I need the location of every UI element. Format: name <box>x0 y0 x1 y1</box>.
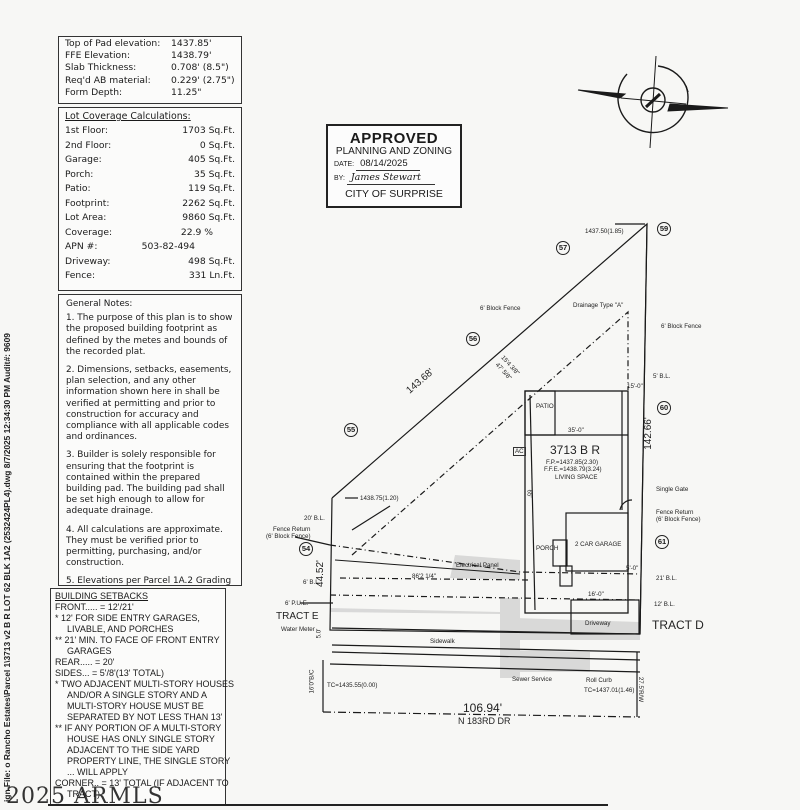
water-meter-label: Water Meter <box>281 626 315 633</box>
coverage-row: 1st Floor:1703 Sq.Ft. <box>65 125 235 136</box>
elev-left-label: 1438.75(1.20) <box>360 495 399 502</box>
general-notes-title: General Notes: <box>66 299 133 309</box>
coverage-row: Coverage:22.9 % <box>65 226 213 238</box>
garage-label: 2 CAR GARAGE <box>575 541 622 548</box>
elev-top-label: 1437.50(1.85) <box>585 228 624 235</box>
note-item: 4. All calculations are approximate. The… <box>66 524 223 569</box>
lot-number-55: 55 <box>344 423 358 437</box>
lot-number-57: 57 <box>556 241 570 255</box>
sidewalk-label: Sidewalk <box>430 638 455 645</box>
dim-rear-gap: 15'-0" <box>627 383 643 390</box>
tc-right-label: TC=1437.01(1.46) <box>584 687 635 694</box>
driveway-label: Driveway <box>585 620 611 627</box>
dim-setback-line: 86'2 1/4" <box>412 573 437 580</box>
pue-label: 6' P.U.E. <box>285 600 309 607</box>
stamp-subheading: PLANNING AND ZONING <box>335 146 453 157</box>
house-outline <box>524 390 629 614</box>
garage-outline <box>565 512 629 572</box>
coverage-row: Garage:405 Sq.Ft. <box>65 154 235 165</box>
dim-65: 65' <box>525 489 533 498</box>
pad-row: Top of Pad elevation:1437.85' <box>65 38 212 49</box>
sewer-service-label: Sewer Service <box>512 676 552 683</box>
coverage-row: 2nd Floor:0 Sq.Ft. <box>65 139 235 151</box>
coverage-row: Porch:35 Sq.Ft. <box>65 168 235 180</box>
tract-e: TRACT E <box>276 611 319 622</box>
stamp-date: DATE: 08/14/2025 <box>328 157 460 171</box>
utility-shading <box>330 555 640 678</box>
ac-label: AC <box>513 447 526 456</box>
electrical-panel-label: Electrical Panel <box>456 562 499 569</box>
lot-number-56: 56 <box>466 332 480 346</box>
lot-number-54: 54 <box>299 542 313 556</box>
tract-d: TRACT D <box>652 618 704 632</box>
dim-frontage: 106.94' <box>463 701 502 715</box>
stamp-city: CITY OF SURPRISE <box>345 188 443 200</box>
fence-return-left-2: (6' Block Fence) <box>266 533 311 540</box>
roll-curb-label: Roll Curb <box>586 677 612 684</box>
dim-house-width: 35'-0" <box>568 427 584 434</box>
dim-five-ft: 5.0' <box>315 628 323 639</box>
building-setbacks: BUILDING SETBACKS FRONT..... = 12'/21' *… <box>50 588 234 806</box>
bl5-label: 5' B.L. <box>653 373 671 380</box>
coverage-row: Lot Area:9860 Sq.Ft. <box>65 212 235 223</box>
lot-number-60: 60 <box>657 401 671 415</box>
porch-outline <box>552 539 568 567</box>
fp-elevation: F.P.=1437.85(2.30) <box>546 459 599 466</box>
bl21-label: 21' B.L. <box>656 575 677 582</box>
coverage-row: Fence:331 Ln.Ft. <box>65 270 235 281</box>
coverage-row: Driveway:498 Sq.Ft. <box>65 255 235 267</box>
pad-row: Form Depth:11.25" <box>65 86 202 98</box>
pad-row: Slab Thickness:0.708' (8.5") <box>65 62 229 74</box>
patio-label: PATIO <box>536 403 554 410</box>
fence-return-right: Fence Return <box>656 509 694 516</box>
lot-coverage-title: Lot Coverage Calculations: <box>65 111 191 122</box>
fence-top-label: 6' Block Fence <box>480 305 521 312</box>
coverage-row: APN #:503-82-494 <box>65 241 195 252</box>
dim-rw: 27.5'R/W <box>637 676 645 703</box>
drainage-label: Drainage Type "A" <box>573 302 624 309</box>
pad-row: Req'd AB material:0.229' (2.75") <box>65 74 235 86</box>
ffe-elevation: F.F.E.=1438.79(3.24) <box>544 466 602 473</box>
porch-label: PORCH <box>536 545 559 552</box>
approval-stamp: APPROVED PLANNING AND ZONING DATE: 08/14… <box>326 124 462 208</box>
fence-right-label: 6' Block Fence <box>661 323 702 330</box>
dim-bc: 16'0"B/C <box>308 669 316 694</box>
stamp-heading: APPROVED <box>349 130 439 147</box>
note-item: 3. Builder is solely responsible for ens… <box>66 450 225 517</box>
setbacks-title: BUILDING SETBACKS <box>55 591 149 601</box>
note-item: 1. The purpose of this plan is to show t… <box>66 313 233 357</box>
north-arrow-icon <box>577 55 729 149</box>
stamp-by: BY: James Stewart <box>328 171 460 185</box>
note-item: 2. Dimensions, setbacks, easements, plan… <box>66 365 232 443</box>
dim-drive-width: 16'-0" <box>588 591 604 598</box>
plan-name: 3713 B R <box>550 443 601 457</box>
pad-row: FFE Elevation:1438.79' <box>65 50 212 62</box>
dim-east-label: 142.66' <box>642 417 654 450</box>
general-notes: General Notes: 1. The purpose of this pl… <box>58 294 242 620</box>
tc-left-label: TC=1435.55(0.00) <box>327 682 378 689</box>
bottom-border-line <box>48 804 608 806</box>
dim-side-gap: 5'-0" <box>626 565 639 572</box>
coverage-row: Footprint:2262 Sq.Ft. <box>65 197 235 209</box>
pad-elevation-table: Top of Pad elevation:1437.85' FFE Elevat… <box>58 36 242 104</box>
fence-return-left: Fence Return <box>273 526 311 533</box>
coverage-row: Patio:119 Sq.Ft. <box>65 183 235 194</box>
bl20-label: 20' B.L. <box>304 515 325 522</box>
fence-return-right-2: (6' Block Fence) <box>656 516 701 523</box>
lot-coverage-table: Lot Coverage Calculations: 1st Floor:170… <box>58 107 242 291</box>
living-space-label: LIVING SPACE <box>555 474 598 481</box>
bl6-label: 6' B.L. <box>303 579 321 586</box>
single-gate-label: Single Gate <box>656 486 689 493</box>
lot-number-61: 61 <box>655 535 669 549</box>
lot-number-59: 59 <box>657 222 671 236</box>
bl12-label: 12' B.L. <box>654 601 675 608</box>
street-name: N 183RD DR <box>458 716 511 726</box>
driveway-outline <box>570 599 640 635</box>
watermark: 2025 ARMLS <box>6 784 164 809</box>
